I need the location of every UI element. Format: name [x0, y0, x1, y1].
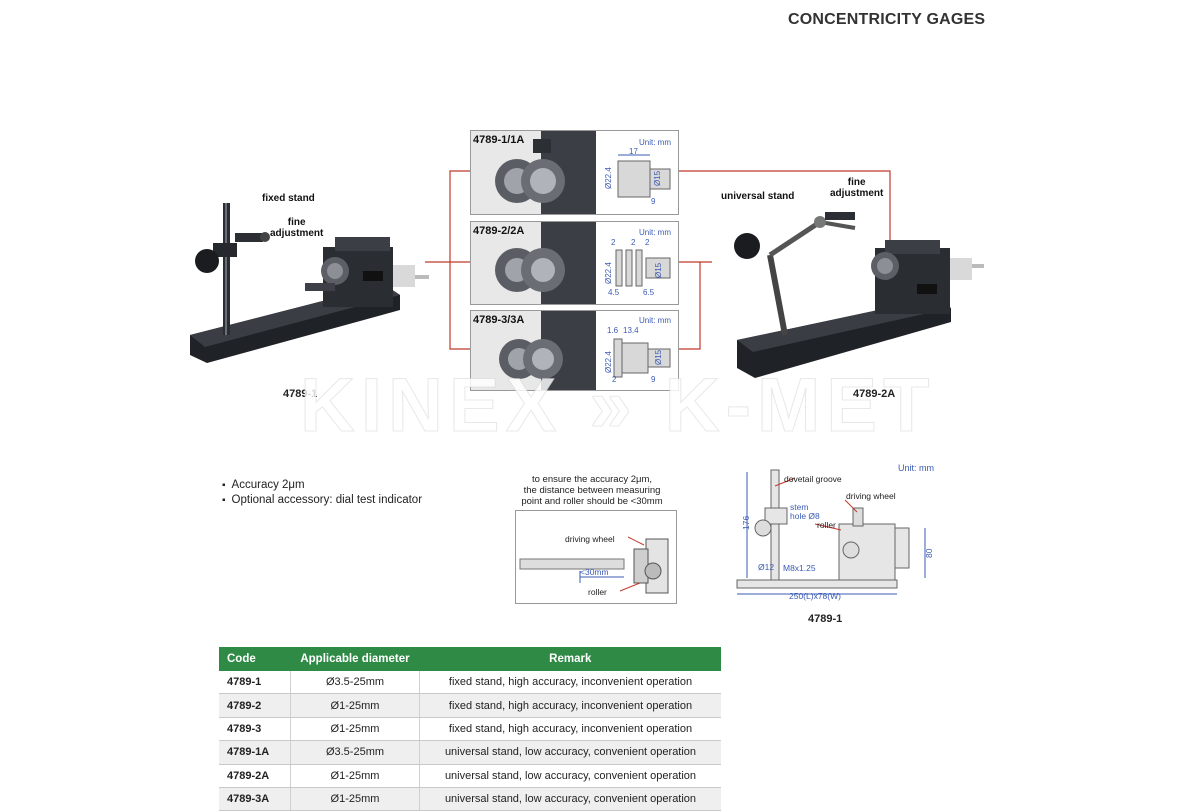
feature-list: Accuracy 2μm Optional accessory: dial te… [222, 478, 422, 508]
label-fixed-stand: fixed stand [262, 193, 315, 204]
label-universal-stand: universal stand [721, 191, 795, 202]
panel-code: 4789-3/3A [473, 314, 525, 326]
universal-stand-gage-photo [734, 212, 984, 378]
table-row: 4789-1A Ø3.5-25mm universal stand, low a… [219, 740, 721, 765]
table-row: 4789-2 Ø1-25mm fixed stand, high accurac… [219, 693, 721, 718]
dim-value: Ø22.4 [604, 167, 613, 189]
cell-remark: fixed stand, high accuracy, inconvenient… [419, 717, 721, 742]
cell-code: 4789-3 [219, 717, 291, 742]
spec-table: Code Applicable diameter Remark 4789-1 Ø… [219, 647, 721, 811]
dim-value: Ø15 [654, 262, 663, 278]
dim-value: 2 [611, 238, 616, 247]
cell-code: 4789-2 [219, 693, 291, 718]
cell-diameter: Ø3.5-25mm [290, 671, 420, 695]
accuracy-diagram-drawing [519, 536, 669, 594]
cell-diameter: Ø1-25mm [290, 693, 420, 718]
cell-code: 4789-3A [219, 787, 291, 811]
table-header-row: Code Applicable diameter Remark [219, 647, 721, 671]
cell-remark: universal stand, low accuracy, convenien… [419, 740, 721, 765]
cell-remark: fixed stand, high accuracy, inconvenient… [419, 693, 721, 718]
column-header-code: Code [219, 647, 291, 671]
cell-diameter: Ø1-25mm [290, 787, 420, 811]
label-roller-note: roller [588, 587, 607, 597]
dim-value: 2 [631, 238, 636, 247]
column-header-remark: Remark [419, 647, 721, 671]
drawing-model-label: 4789-1 [808, 613, 843, 625]
panel-unit: Unit: mm [639, 138, 671, 147]
label-driving-wheel-note: driving wheel [565, 534, 615, 544]
cell-code: 4789-1 [219, 671, 291, 695]
technical-drawing [736, 469, 926, 595]
dim-thread: M8x1.25 [783, 563, 816, 573]
cell-diameter: Ø1-25mm [290, 764, 420, 788]
label-fine-adjustment-left: fine adjustment [270, 217, 324, 239]
dim-value: 2 [612, 375, 617, 384]
dim-right-height: 80 [924, 548, 934, 558]
dim-value: 4.5 [608, 288, 620, 297]
table-row: 4789-3 Ø1-25mm fixed stand, high accurac… [219, 717, 721, 742]
cell-diameter: Ø1-25mm [290, 717, 420, 742]
accuracy-diagram [515, 510, 677, 604]
dim-value: 2 [645, 238, 650, 247]
dim-height: 176 [741, 515, 751, 530]
panel-4789-3-3a: 4789-3/3A Unit: mm 1.6 13.4 Ø22.4 Ø15 2 … [470, 310, 679, 391]
dimension-drawing-1 [617, 154, 671, 198]
panel-unit: Unit: mm [639, 316, 671, 325]
dimension-drawing-3 [613, 338, 671, 378]
dim-value: Ø22.4 [604, 262, 613, 284]
dim-base: 250(L)x78(W) [789, 591, 841, 601]
label-roller: roller [817, 520, 836, 530]
roller-photo-1 [471, 131, 596, 214]
cell-code: 4789-1A [219, 740, 291, 765]
dim-rod-diameter: Ø12 [758, 562, 775, 572]
model-label-left: 4789-1 [283, 388, 318, 400]
table-row: 4789-3A Ø1-25mm universal stand, low acc… [219, 787, 721, 811]
dim-value: 17 [629, 147, 638, 156]
page-title: CONCENTRICITY GAGES [788, 11, 986, 28]
feature-item: Optional accessory: dial test indicator [222, 493, 422, 508]
cell-remark: fixed stand, high accuracy, inconvenient… [419, 671, 721, 695]
dim-value: 13.4 [623, 326, 639, 335]
dim-value: Ø15 [653, 170, 662, 186]
panel-code: 4789-1/1A [473, 134, 525, 146]
label-distance: <30mm [580, 567, 609, 577]
cell-code: 4789-2A [219, 764, 291, 788]
cell-diameter: Ø3.5-25mm [290, 740, 420, 765]
dim-value: 9 [651, 375, 656, 384]
label-driving-wheel: driving wheel [846, 491, 896, 501]
cell-remark: universal stand, low accuracy, convenien… [419, 764, 721, 788]
label-stem-hole: stem hole Ø8 [790, 502, 820, 521]
dim-value: 6.5 [643, 288, 655, 297]
fixed-stand-gage-photo [190, 203, 429, 363]
model-label-right: 4789-2A [853, 388, 896, 400]
dim-value: 1.6 [607, 326, 619, 335]
panel-4789-2-2a: 4789-2/2A Unit: mm 2 2 2 Ø22.4 Ø15 4.5 6… [470, 221, 679, 305]
label-dovetail-groove: dovetail groove [784, 474, 842, 484]
dim-value: 9 [651, 197, 656, 206]
table-row: 4789-2A Ø1-25mm universal stand, low acc… [219, 764, 721, 788]
dimension-drawing-2 [615, 249, 671, 287]
column-header-diameter: Applicable diameter [290, 647, 420, 671]
drawing-unit: Unit: mm [898, 463, 934, 473]
roller-photo-3 [471, 311, 596, 390]
watermark: KINEX » K-MET [299, 363, 936, 449]
table-row: 4789-1 Ø3.5-25mm fixed stand, high accur… [219, 671, 721, 695]
label-fine-adjustment-right: fine adjustment [830, 177, 884, 199]
panel-code: 4789-2/2A [473, 225, 525, 237]
feature-item: Accuracy 2μm [222, 478, 422, 493]
panel-unit: Unit: mm [639, 228, 671, 237]
panel-4789-1-1a: 4789-1/1A Unit: mm 17 Ø22.4 Ø15 9 [470, 130, 679, 215]
accuracy-note: to ensure the accuracy 2μm, the distance… [521, 474, 663, 507]
roller-photo-2 [471, 222, 596, 304]
cell-remark: universal stand, low accuracy, convenien… [419, 787, 721, 811]
